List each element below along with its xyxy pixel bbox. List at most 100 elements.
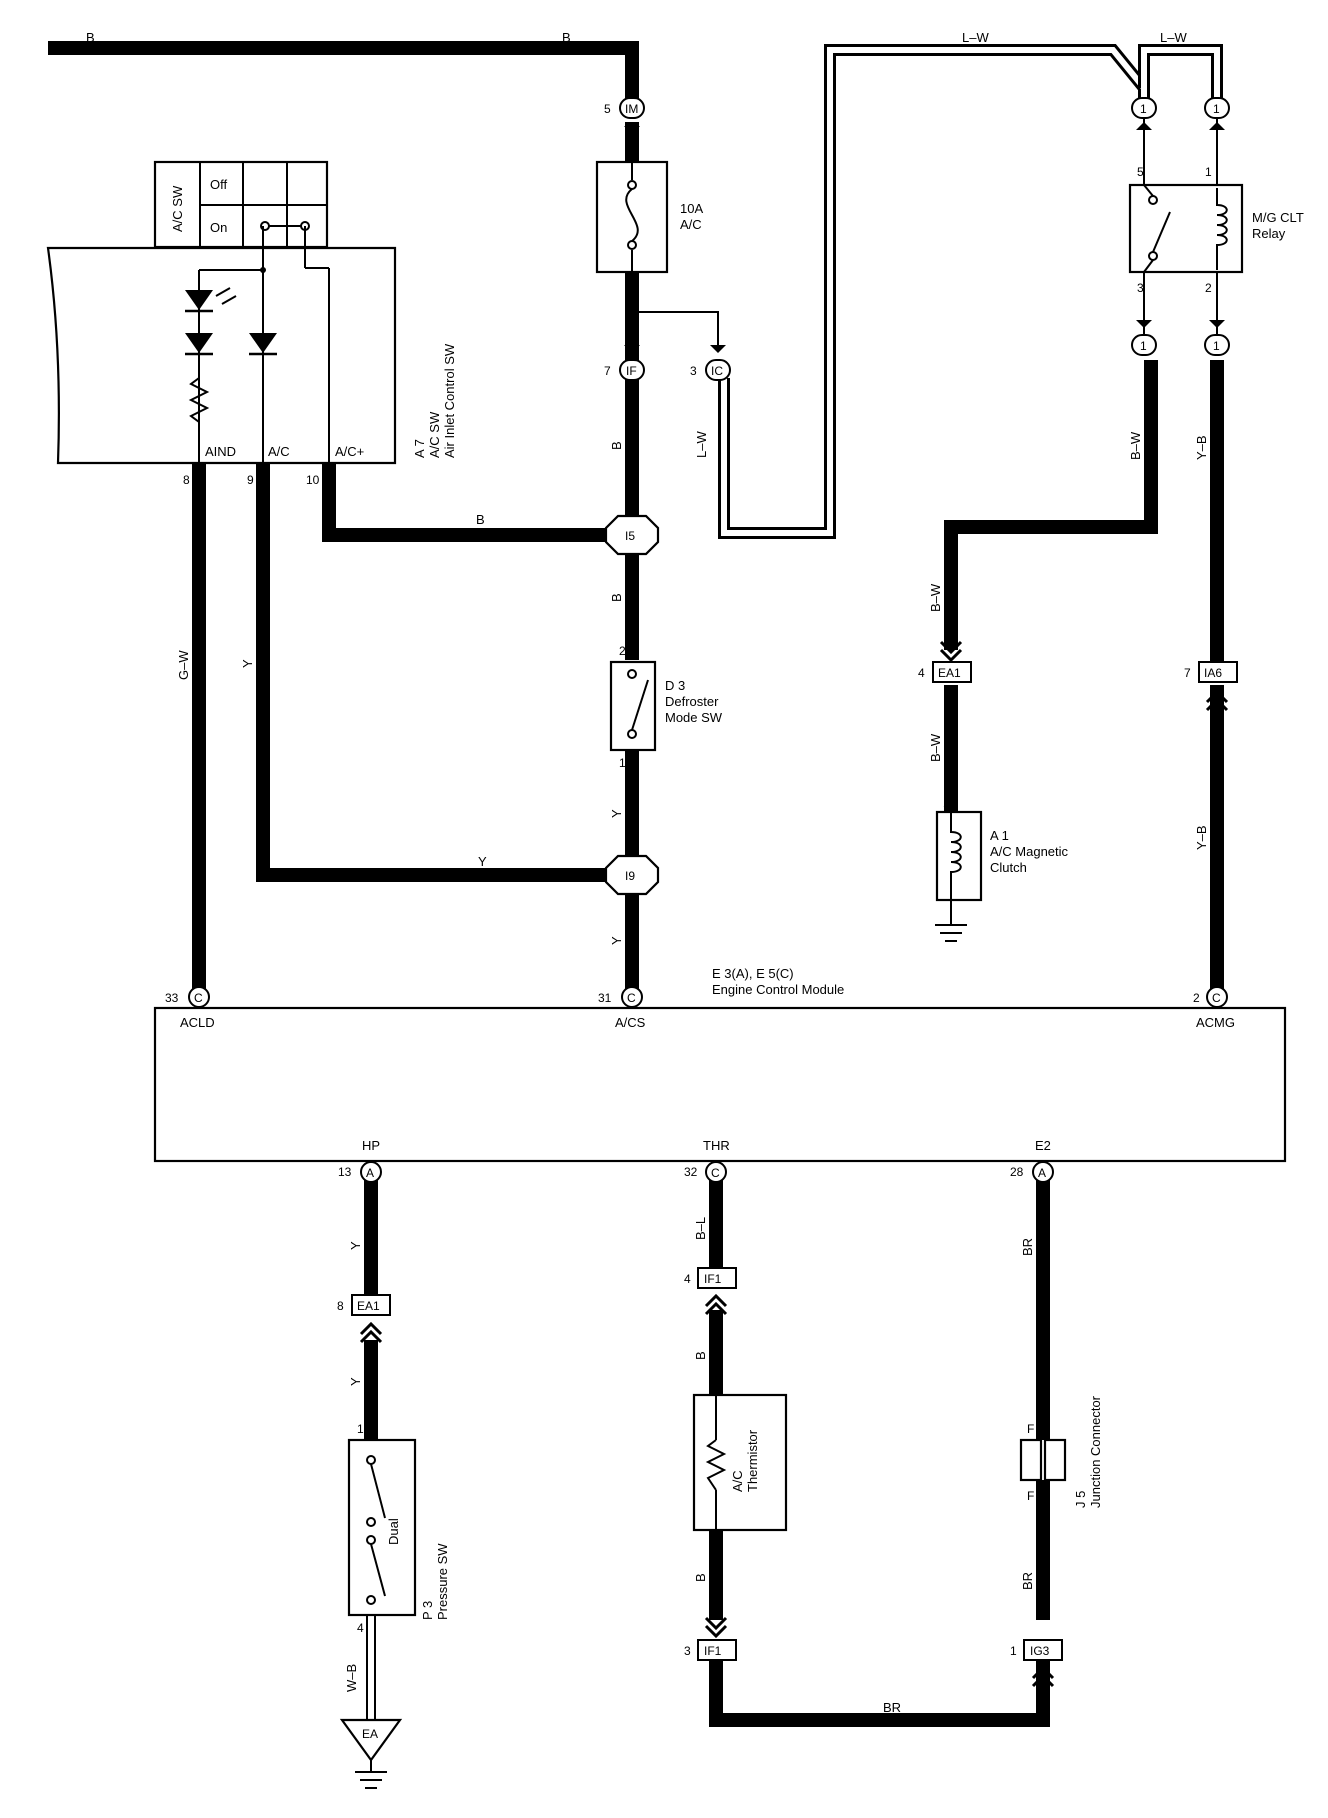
ecm-pin-28: 28 [1010,1165,1024,1179]
clutch-ground-icon [935,924,967,942]
engine-control-module: E 3(A), E 5(C) Engine Control Module 33 … [153,966,1287,1179]
label-y-left-to-i9: Y [478,854,487,869]
connector-ic [705,359,731,381]
connector-ea1-clutch [932,661,972,683]
arrow-down-icon [624,345,640,353]
relay-contact-lead [1143,184,1154,197]
connector-relay-bottom-right-code: 1 [1213,339,1220,353]
defroster-name2: Mode SW [665,710,723,725]
ecm-box [153,1006,1287,1163]
label-b-to-i5: B [476,512,485,527]
ac-switch-off: Off [210,177,227,192]
clutch-name1: A/C Magnetic [990,844,1069,859]
arrow-up-double-icon [359,1321,383,1344]
ecm-term-hp: HP [362,1138,380,1153]
ac-switch-assembly: A/C SW Off On AIND A/C A/C+ 8 9 10 A [46,160,457,487]
connector-ic-code: IC [711,364,723,378]
pressure-sw: 1 4 Dual P 3 Pressure SW [347,1422,450,1635]
pressure-pin-bottom: 4 [357,1621,364,1635]
label-y-hp-lower: Y [348,1377,363,1386]
pressure-arm [370,1463,386,1519]
label-y-below-i9: Y [609,936,624,945]
fuse-element-icon [625,188,639,242]
label-bw-relay3: B–W [1128,431,1143,460]
label-lw-top: L–W [962,30,989,45]
wire-ac-i9 [256,463,632,882]
wire-lw-right-inner [1141,47,1220,100]
arrow-up-double-icon [704,1293,728,1316]
connector-if [619,359,645,381]
wire-lw-right-outer [1138,44,1223,100]
relay-contact-lead [1143,259,1154,273]
label-lw-below-ic: L–W [694,431,709,458]
fuse-terminal [627,180,637,190]
ac-magnetic-clutch: 1 A 1 A/C Magnetic Clutch [935,796,1069,942]
diode-ac-icon [249,333,277,353]
ac-switch-ref: A 7 [412,439,427,458]
connector-if1-upper-pin: 4 [684,1272,691,1286]
ecm-conn-acld-code: C [194,991,203,1005]
ecm-conn-acmg-code: C [1212,991,1221,1005]
ac-thermistor: A/C Thermistor [692,1393,788,1532]
ground-icon [355,1771,387,1789]
label-lw-top-right: L–W [1160,30,1187,45]
arrow-down-double-icon [939,640,963,663]
connector-if-code: IF [626,364,637,378]
ac-switch-name2: Air Inlet Control SW [442,343,457,458]
label-y-hp-upper: Y [348,1241,363,1250]
connector-if1-upper [697,1267,737,1289]
pin-8: 8 [183,473,190,487]
terminal-acplus: A/C+ [335,444,364,459]
led-light-rays-icon [215,287,237,305]
connector-relay-top-left [1131,97,1157,119]
ac-switch-name1: A/C SW [427,411,442,458]
label-br-bottom: BR [883,1700,901,1715]
ecm-pin-13: 13 [338,1165,352,1179]
pressure-contact [366,1517,376,1527]
clutch-ref: A 1 [990,828,1009,843]
j5-ref: J 5 [1073,1491,1088,1508]
arrow-up-double-icon [1031,1665,1055,1688]
connector-ig3-pin: 1 [1010,1644,1017,1658]
label-bw-to-clutch: B–W [928,733,943,762]
junction-i5 [604,514,660,556]
clutch-coil-icon [950,812,962,925]
connector-im [619,97,645,119]
pressure-ref: P 3 [420,1601,435,1620]
label-b-thr-upper: B [693,1351,708,1360]
defroster-contact [627,669,637,679]
arrow-down-icon [1136,320,1152,328]
defroster-contact-arm [631,679,649,731]
terminal-aind: AIND [205,444,236,459]
label-b-thr-lower: B [693,1573,708,1582]
resistor-icon [188,370,210,430]
pressure-name: Pressure SW [435,1543,450,1620]
relay-contact [1148,251,1158,261]
ecm-conn-acmg [1206,986,1228,1008]
connector-ea1-pressure-pin: 8 [337,1299,344,1313]
junction-i5-label: I5 [625,529,635,543]
ground-ea: EA [339,1718,403,1789]
wire-fuse-ic [632,311,719,348]
pressure-contact [366,1595,376,1605]
connector-if1-upper-code: IF1 [704,1272,722,1286]
ecm-conn-acld [188,986,210,1008]
relay-pin5: 5 [1137,165,1144,179]
ecm-term-acmg: ACMG [1196,1015,1235,1030]
relay-pin1: 1 [1205,165,1212,179]
arrow-up-icon [1136,122,1152,130]
fuse-rating: 10A [680,201,703,216]
wire-lw-outer [718,44,1150,539]
ac-switch-on: On [210,220,227,235]
connector-ia6 [1198,661,1238,683]
connector-if1-lower [697,1639,737,1661]
clutch-name2: Clutch [990,860,1027,875]
ecm-pin-32: 32 [684,1165,698,1179]
ecm-conn-thr-code: C [711,1166,720,1180]
relay-name1: M/G CLT [1252,210,1304,225]
arrow-up-icon [1209,122,1225,130]
label-gw-left: G–W [176,650,191,680]
ecm-pin-33: 33 [165,991,179,1005]
label-yb-relay2: Y–B [1194,435,1209,460]
